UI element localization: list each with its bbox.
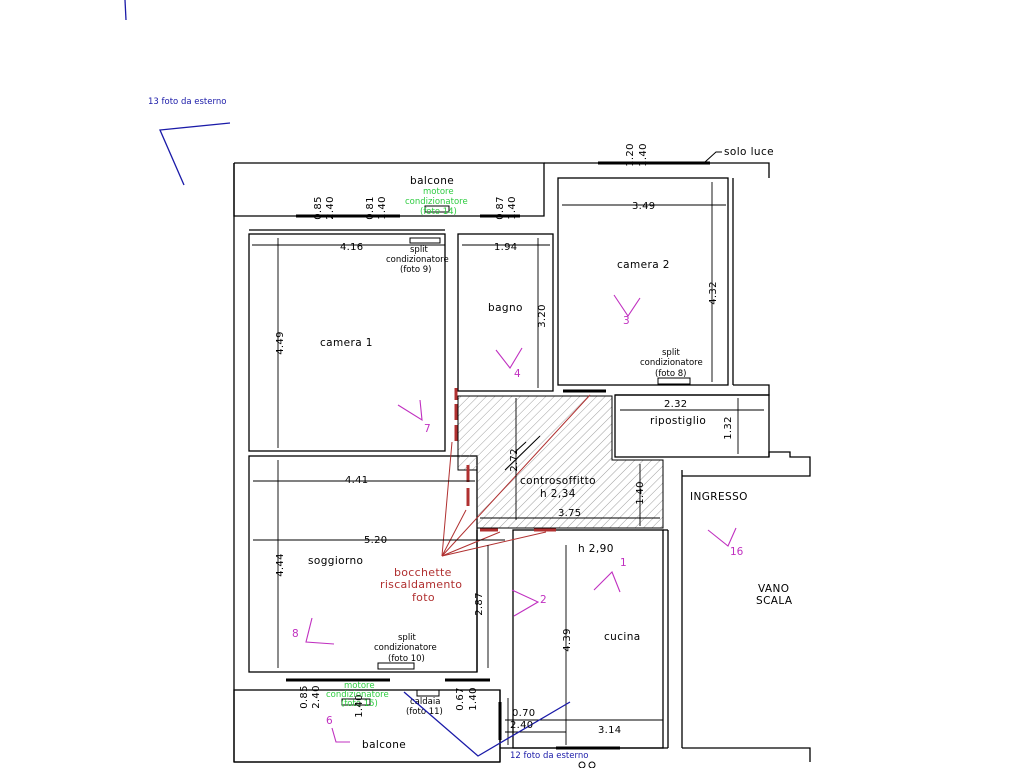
dim-375: 3.75: [558, 508, 581, 519]
dim-439: 4.39: [562, 628, 573, 651]
split-8-1: split: [662, 348, 681, 358]
dim-194: 1.94: [494, 242, 517, 253]
win-067: 0.67: [455, 687, 466, 710]
win-240-a: 2.40: [325, 196, 336, 219]
photo-marker-16-shape: [707, 527, 737, 547]
controsoffitto-label: controsoffitto: [520, 475, 596, 487]
photo-13-view-cone: [159, 122, 231, 186]
scala-label: SCALA: [756, 595, 793, 607]
photo-marker-4-shape: [495, 347, 523, 369]
photo-marker-4: 4: [514, 368, 521, 380]
dim-449: 4.49: [275, 331, 286, 354]
motore-top-1: motore: [423, 187, 454, 197]
photo-marker-2: 2: [540, 594, 547, 606]
ripostiglio-label: ripostiglio: [650, 415, 706, 427]
dim-272: 2.72: [509, 448, 520, 471]
windows: [286, 161, 710, 750]
bocchette-line3: foto: [412, 591, 435, 604]
photo13-tick: [124, 0, 127, 21]
dim-287: 2.87: [474, 592, 485, 615]
photo-marker-3-shape: [613, 294, 641, 317]
win-120: 1.20: [625, 143, 636, 166]
ingresso-label: INGRESSO: [690, 491, 748, 503]
bocchette-line2: riscaldamento: [380, 578, 462, 591]
soggiorno-label: soggiorno: [308, 555, 363, 567]
dim-432: 4.32: [708, 281, 719, 304]
dim-416: 4.16: [340, 242, 363, 253]
cucina-label: cucina: [604, 631, 641, 643]
motore-bottom-2: condizionatore: [326, 690, 389, 700]
controsoffitto-height: h 2,34: [540, 488, 576, 500]
heating-vents: [454, 388, 556, 532]
dim-314: 3.14: [598, 725, 621, 736]
motore-top-2: condizionatore: [405, 197, 468, 207]
balcone-bottom-label: balcone: [362, 739, 406, 751]
bagno-label: bagno: [488, 302, 523, 314]
win-081: 0.81: [365, 196, 376, 219]
win-140-a: 1.40: [377, 196, 388, 219]
split-10-2: condizionatore: [374, 643, 437, 653]
photo-12-label: 12 foto da esterno: [510, 751, 588, 761]
split-9-3: (foto 9): [400, 265, 431, 275]
dim-320: 3.20: [537, 304, 548, 327]
caldaia-label: caldaia: [410, 697, 440, 707]
split-8-3: (foto 8): [655, 369, 686, 379]
motore-bottom-1: motore: [344, 681, 375, 691]
photo-marker-6: 6: [326, 715, 333, 727]
photo-marker-8-shape: [305, 617, 335, 645]
photo-13-label: 13 foto da esterno: [148, 97, 226, 107]
dim-070: 0.70: [512, 708, 535, 719]
photo-markers: 3 4 7 1 2 8 6 16: [292, 294, 744, 743]
photo-marker-6-shape: [331, 727, 350, 743]
photo-marker-7-shape: [397, 399, 423, 422]
photo-marker-1-shape: [593, 571, 621, 593]
dim-520: 5.20: [364, 535, 387, 546]
split-9-1: split: [410, 245, 429, 255]
camera1-label: camera 1: [320, 337, 373, 349]
height-290: h 2,90: [578, 543, 614, 555]
split-9-2: condizionatore: [386, 255, 449, 265]
bottom-window-marks: [578, 761, 596, 768]
bocchette-line1: bocchette: [394, 566, 452, 579]
balcone-top-label: balcone: [410, 175, 454, 187]
dim-349: 3.49: [632, 201, 655, 212]
split-8-2: condizionatore: [640, 358, 703, 368]
dim-240-b: 2.40: [510, 720, 533, 731]
win-140-e: 1.40: [354, 694, 365, 717]
win-240-c: 2.40: [311, 685, 322, 708]
appliance-boxes: [341, 205, 691, 706]
split-10-3: (foto 10): [388, 654, 425, 664]
camera2-label: camera 2: [617, 259, 670, 271]
win-085-b: 0.85: [299, 685, 310, 708]
photo-marker-16: 16: [730, 546, 744, 558]
ceiling-marker: [504, 435, 541, 471]
dim-232: 2.32: [664, 399, 687, 410]
photo-marker-7: 7: [424, 423, 431, 435]
photo-marker-3: 3: [623, 315, 630, 327]
photo-12-view-cone: [403, 691, 571, 757]
split-10-1: split: [398, 633, 417, 643]
controsoffitto-hatch: [457, 395, 664, 529]
dim-444: 4.44: [275, 553, 286, 576]
win-087: 0.87: [495, 196, 506, 219]
dim-441: 4.41: [345, 475, 368, 486]
win-140-d: 1.40: [468, 687, 479, 710]
win-085-a: 0.85: [313, 196, 324, 219]
win-140-c: 1.40: [638, 143, 649, 166]
caldaia-foto: (foto 11): [406, 707, 443, 717]
motore-top-3: (foto 14): [420, 207, 457, 217]
win-140-b: 1.40: [507, 196, 518, 219]
dim-140-mid: 1.40: [635, 481, 646, 504]
vano-label: VANO: [758, 583, 789, 595]
photo-marker-8: 8: [292, 628, 299, 640]
dimension-lines: [252, 182, 764, 745]
photo-marker-1: 1: [620, 557, 627, 569]
solo-luce-leader: [704, 151, 722, 163]
photo-marker-2-shape: [511, 589, 540, 617]
solo-luce-label: solo luce: [724, 146, 774, 158]
motore-bottom-3: (foto 15): [341, 699, 378, 709]
dim-132: 1.32: [723, 416, 734, 439]
